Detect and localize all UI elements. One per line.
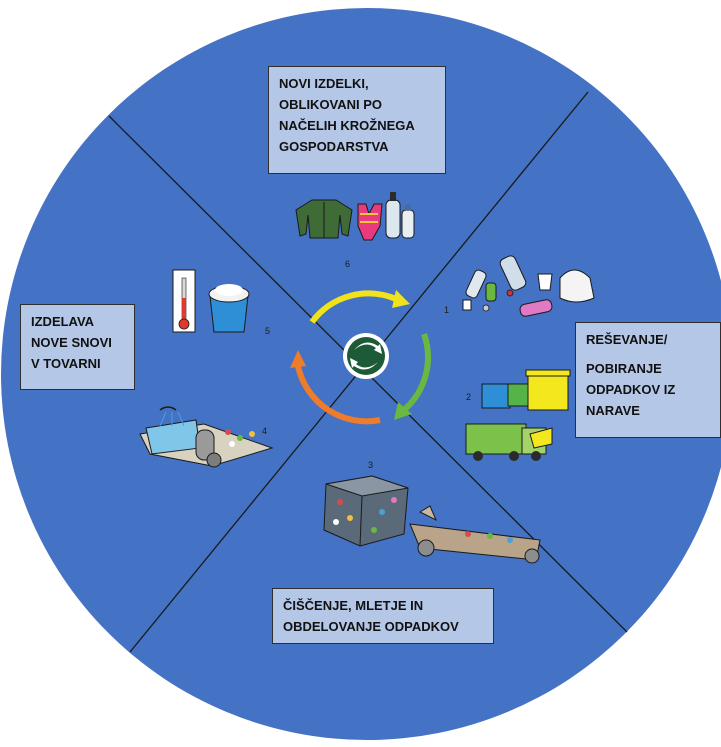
label-line: GOSPODARSTVA [279,139,389,154]
cycle-arrow-green [401,333,431,413]
label-new-products: NOVI IZDELKI, OBLIKOVANI PO NAČELIH KROŽ… [268,66,446,174]
step-number-5: 5 [265,326,270,336]
recycling-badge-icon [343,333,389,379]
bale-conveyor-icon [323,475,541,564]
label-collection: REŠEVANJE/ POBIRANJE ODPADKOV IZ NARAVE [575,322,721,438]
step-number-2: 2 [466,392,471,402]
label-manufacturing: IZDELAVA NOVE SNOVI V TOVARNI [20,304,135,390]
step-number-4: 4 [262,426,267,436]
label-processing: ČIŠČENJE, MLETJE IN OBDELOVANJE ODPADKOV [272,588,494,644]
label-line: NOVI IZDELKI, [279,76,369,91]
label-line: POBIRANJE [586,361,662,376]
step-number-1: 1 [444,305,449,315]
label-line: NOVE SNOVI [31,335,112,350]
products-icon [295,192,415,241]
label-line: IZDELAVA [31,314,95,329]
label-line: REŠEVANJE/ [586,332,668,347]
bins-truck-icon [465,369,571,461]
cycle-arrow-orange [295,365,381,425]
label-line: OBDELOVANJE ODPADKOV [283,619,459,634]
step-number-6: 6 [345,259,350,269]
label-line: NARAVE [586,403,640,418]
label-line: V TOVARNI [31,356,101,371]
cycle-arrow-yellow [309,290,400,324]
label-line: OBLIKOVANI PO [279,97,383,112]
label-line: ČIŠČENJE, MLETJE IN [283,598,424,613]
litter-icon [462,255,595,317]
thermometer-bucket-icon [172,269,250,333]
label-line: ODPADKOV IZ [586,382,676,397]
step-number-3: 3 [368,460,373,470]
cycle-arrow-yellow-head [392,290,410,308]
cycle-arrow-green-head [394,402,412,420]
washing-conveyor-icon [139,406,274,468]
label-line: NAČELIH KROŽNEGA [279,118,415,133]
cycle-arrow-orange-head [290,350,306,368]
